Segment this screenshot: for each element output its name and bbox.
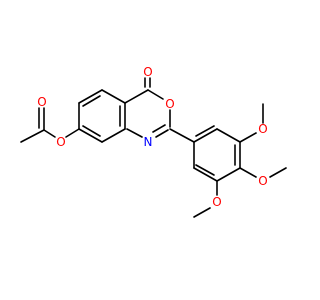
bond-c5-c6-inner bbox=[82, 95, 101, 107]
bond-c4-c4a bbox=[124, 89, 149, 104]
bond-ar5-ar6 bbox=[193, 167, 218, 182]
bond-c7-c8-inner bbox=[82, 125, 101, 137]
bond-c2-aryl bbox=[169, 128, 195, 143]
bond-c4a-c5 bbox=[101, 89, 126, 104]
bond-ar1-ar2-inner bbox=[195, 125, 215, 137]
bond-ar3-o-top bbox=[239, 132, 257, 143]
bond-c7-o-ester bbox=[65, 128, 80, 138]
bond-ar4-o-mid bbox=[239, 167, 257, 178]
bond-n3-c8a bbox=[126, 128, 143, 138]
bond-c2-n3-a bbox=[155, 129, 169, 138]
atom-o-methoxy-mid: O bbox=[258, 174, 267, 188]
atom-o-ester-link: O bbox=[56, 135, 65, 149]
bond-c2-n3-b bbox=[152, 124, 166, 133]
atom-o-ring: O bbox=[165, 97, 174, 111]
bond-o-ester-cacyl bbox=[43, 129, 56, 138]
molecule-canvas: O O N O O O O O bbox=[20, 65, 287, 218]
bond-cacyl-methyl bbox=[20, 129, 45, 143]
bond-ar2-ar3 bbox=[216, 128, 241, 143]
bond-ar5-ar6-inner bbox=[195, 164, 215, 176]
bond-c5-c6 bbox=[78, 89, 103, 104]
atom-o-ester-carbonyl: O bbox=[37, 95, 46, 109]
atom-labels: O O N O O O O O bbox=[37, 65, 267, 209]
bond-o-bottom-methyl bbox=[193, 207, 211, 218]
bond-ar4-ar5 bbox=[216, 167, 241, 182]
atom-n-ring: N bbox=[144, 135, 153, 149]
bond-c4-o1 bbox=[147, 89, 164, 100]
bond-c8-c8a bbox=[101, 128, 126, 143]
molecule-structure: O O N O O O O O bbox=[20, 65, 287, 218]
bond-lines bbox=[20, 77, 287, 218]
bond-ar1-ar2 bbox=[193, 128, 218, 143]
bond-o-mid-methyl bbox=[269, 167, 287, 178]
bond-c7-c8 bbox=[78, 128, 103, 143]
atom-o-methoxy-top: O bbox=[258, 122, 267, 136]
atom-o-carbonyl: O bbox=[143, 65, 152, 79]
atom-o-methoxy-bottom: O bbox=[212, 195, 221, 209]
